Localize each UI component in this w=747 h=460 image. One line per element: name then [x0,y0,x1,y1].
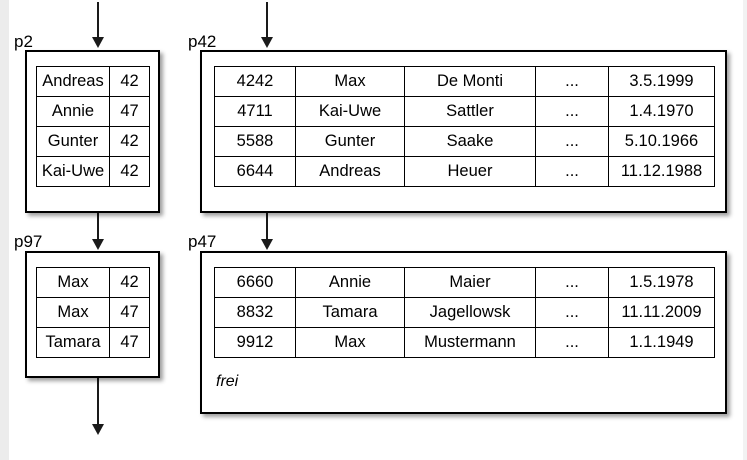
cell-pointer: 42 [109,126,150,157]
table-row[interactable]: 6660 Annie Maier ... 1.5.1978 [214,267,715,298]
table-row[interactable]: Andreas 42 [36,66,150,97]
cell-pointer: 42 [109,267,150,298]
table-row[interactable]: Tamara 47 [36,327,150,358]
cell-lastname: Mustermann [404,327,536,358]
cell-ellipsis: ... [535,96,609,127]
cell-pointer: 47 [109,96,150,127]
cell-pointer: 42 [109,156,150,187]
block-p2[interactable]: Andreas 42 Annie 47 Gunter 42 Kai-Uwe 42 [25,50,160,213]
cell-id: 9912 [214,327,296,358]
cell-key: Andreas [36,66,110,97]
cell-lastname: Sattler [404,96,536,127]
table-p97: Max 42 Max 47 Tamara 47 [36,267,150,358]
cell-ellipsis: ... [535,156,609,187]
cell-key: Gunter [36,126,110,157]
block-label-p2: p2 [14,32,33,51]
cell-date: 3.5.1999 [608,66,715,97]
cell-firstname: Annie [295,267,405,298]
cell-key: Max [36,267,110,298]
cell-lastname: Maier [404,267,536,298]
cell-pointer: 47 [109,297,150,328]
cell-firstname: Kai-Uwe [295,96,405,127]
cell-ellipsis: ... [535,327,609,358]
table-row[interactable]: Max 42 [36,267,150,298]
cell-ellipsis: ... [535,66,609,97]
cell-date: 11.11.2009 [608,297,715,328]
cell-id: 6644 [214,156,296,187]
cell-date: 1.5.1978 [608,267,715,298]
block-p97[interactable]: Max 42 Max 47 Tamara 47 [25,251,160,378]
cell-lastname: De Monti [404,66,536,97]
table-row[interactable]: Kai-Uwe 42 [36,156,150,187]
table-row[interactable]: 6644 Andreas Heuer ... 11.12.1988 [214,156,715,187]
free-space-label: frei [216,373,239,390]
cell-date: 5.10.1966 [608,126,715,157]
table-row[interactable]: 9912 Max Mustermann ... 1.1.1949 [214,327,715,358]
cell-date: 1.1.1949 [608,327,715,358]
cell-ellipsis: ... [535,267,609,298]
cell-key: Max [36,297,110,328]
cell-lastname: Saake [404,126,536,157]
table-row[interactable]: 8832 Tamara Jagellowsk ... 11.11.2009 [214,297,715,328]
cell-lastname: Heuer [404,156,536,187]
cell-pointer: 47 [109,327,150,358]
cell-key: Tamara [36,327,110,358]
table-row[interactable]: Max 47 [36,297,150,328]
cell-key: Kai-Uwe [36,156,110,187]
cell-id: 8832 [214,297,296,328]
page-right-edge [743,0,747,460]
table-p2: Andreas 42 Annie 47 Gunter 42 Kai-Uwe 42 [36,66,150,187]
cell-lastname: Jagellowsk [404,297,536,328]
cell-key: Annie [36,96,110,127]
cell-id: 6660 [214,267,296,298]
cell-firstname: Max [295,66,405,97]
page-left-edge [0,0,9,460]
block-p47[interactable]: 6660 Annie Maier ... 1.5.1978 8832 Tamar… [200,251,727,414]
table-row[interactable]: 5588 Gunter Saake ... 5.10.1966 [214,126,715,157]
table-p42: 4242 Max De Monti ... 3.5.1999 4711 Kai-… [214,66,715,187]
cell-ellipsis: ... [535,126,609,157]
cell-pointer: 42 [109,66,150,97]
block-label-p97: p97 [14,232,43,251]
block-label-p42: p42 [188,32,217,51]
cell-firstname: Andreas [295,156,405,187]
cell-firstname: Max [295,327,405,358]
table-row[interactable]: 4711 Kai-Uwe Sattler ... 1.4.1970 [214,96,715,127]
cell-id: 5588 [214,126,296,157]
cell-id: 4242 [214,66,296,97]
cell-date: 1.4.1970 [608,96,715,127]
cell-firstname: Gunter [295,126,405,157]
table-row[interactable]: Annie 47 [36,96,150,127]
block-p42[interactable]: 4242 Max De Monti ... 3.5.1999 4711 Kai-… [200,50,727,213]
cell-id: 4711 [214,96,296,127]
cell-ellipsis: ... [535,297,609,328]
block-label-p47: p47 [188,232,217,251]
cell-date: 11.12.1988 [608,156,715,187]
cell-firstname: Tamara [295,297,405,328]
table-row[interactable]: 4242 Max De Monti ... 3.5.1999 [214,66,715,97]
table-p47: 6660 Annie Maier ... 1.5.1978 8832 Tamar… [214,267,715,358]
table-row[interactable]: Gunter 42 [36,126,150,157]
